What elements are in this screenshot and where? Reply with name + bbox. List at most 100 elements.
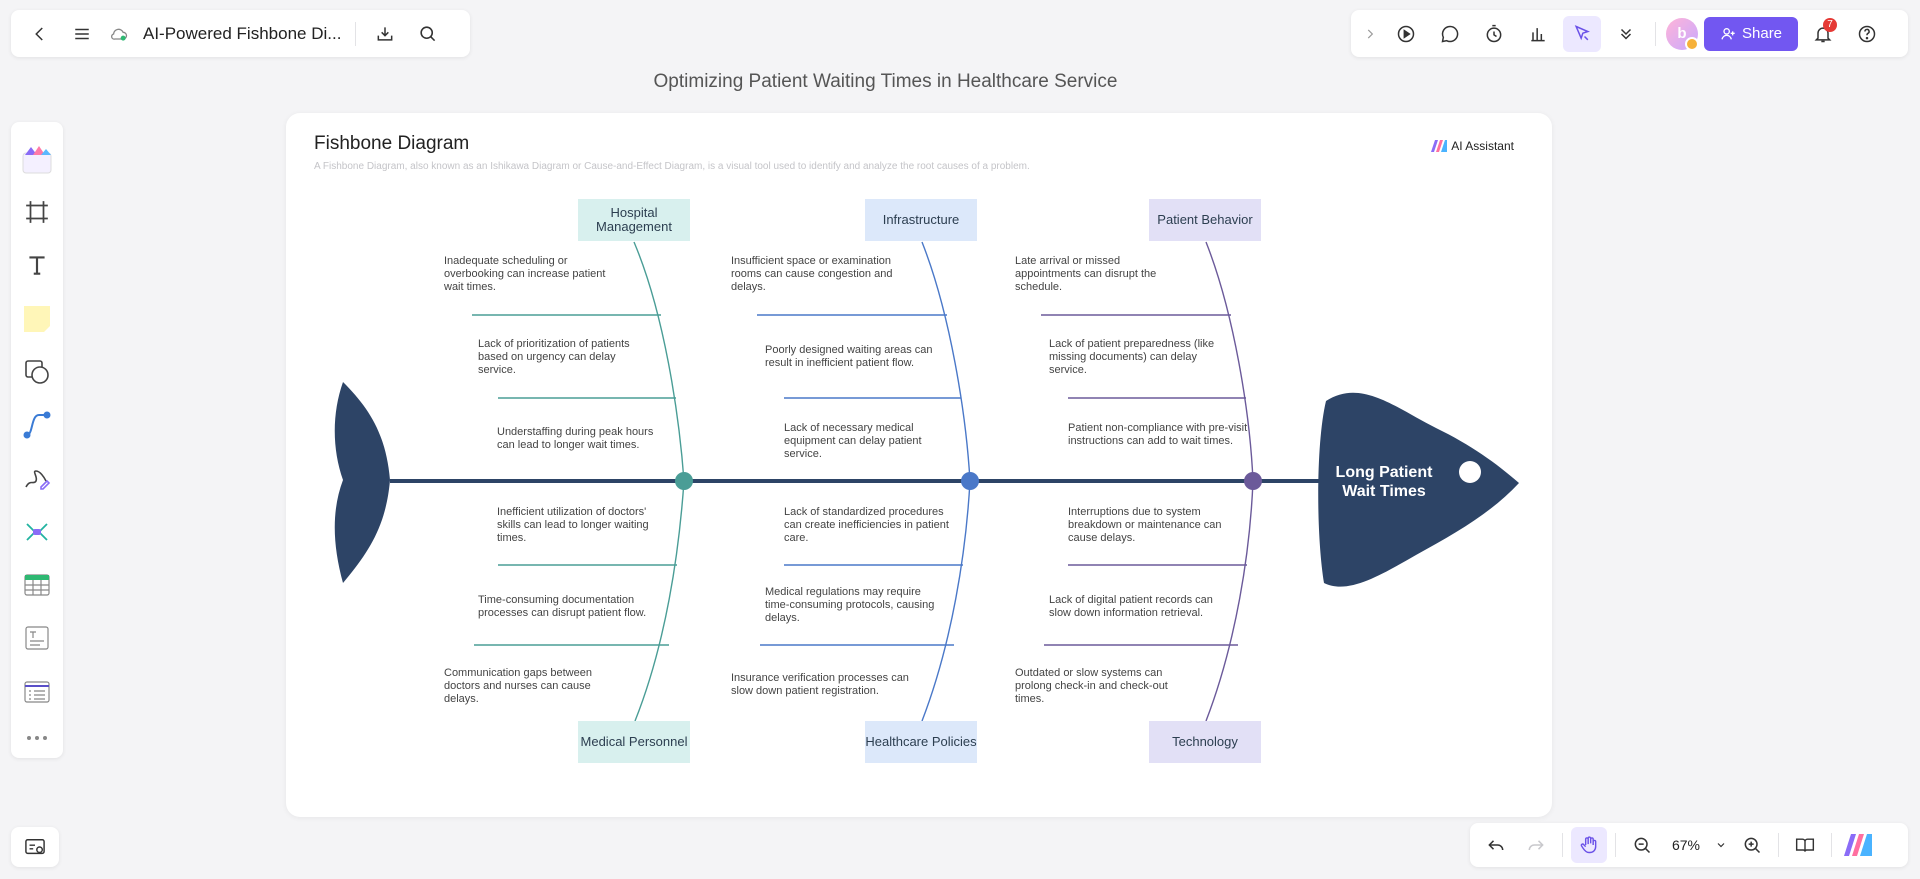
- app-logo-icon: [1844, 834, 1872, 856]
- follow-cursor-button[interactable]: [1563, 15, 1601, 52]
- cause-text[interactable]: Lack of standardized procedures can crea…: [784, 506, 949, 544]
- map-view-button[interactable]: [1787, 827, 1823, 863]
- text-icon: [29, 256, 45, 276]
- cause-text[interactable]: Late arrival or missed appointments can …: [1015, 255, 1157, 293]
- cause-text[interactable]: Outdated or slow systems can prolong che…: [1015, 667, 1168, 705]
- list-tool[interactable]: [17, 665, 57, 718]
- undo-button[interactable]: [1478, 827, 1514, 863]
- fishbone-board[interactable]: Fishbone Diagram A Fishbone Diagram, als…: [286, 113, 1552, 817]
- divider: [355, 21, 356, 46]
- text-tool[interactable]: [17, 239, 57, 292]
- category-medical-personnel[interactable]: Medical Personnel: [578, 721, 690, 763]
- present-button[interactable]: [1387, 16, 1425, 52]
- ai-assistant-label: AI Assistant: [1451, 139, 1514, 153]
- board-description[interactable]: A Fishbone Diagram, also known as an Ish…: [314, 161, 1030, 172]
- shape-tool[interactable]: [17, 345, 57, 398]
- cause-text[interactable]: Medical regulations may require time-con…: [765, 586, 935, 624]
- pen-tool[interactable]: [17, 452, 57, 505]
- top-right-toolbar: b Share 7: [1351, 10, 1908, 57]
- shape-icon: [25, 360, 49, 384]
- comment-button[interactable]: [1431, 16, 1469, 52]
- expand-toolbar-button[interactable]: [1359, 16, 1381, 52]
- zoom-dropdown-button[interactable]: [1712, 827, 1730, 863]
- canvas-title[interactable]: Optimizing Patient Waiting Times in Heal…: [653, 71, 1118, 92]
- joint-purple: [1244, 472, 1262, 490]
- share-button[interactable]: Share: [1704, 16, 1799, 51]
- share-label: Share: [1742, 25, 1783, 42]
- menu-button[interactable]: [65, 17, 99, 51]
- cause-text[interactable]: Inadequate scheduling or overbooking can…: [444, 255, 606, 293]
- more-horizontal-icon: [27, 736, 47, 741]
- category-infrastructure[interactable]: Infrastructure: [865, 199, 977, 241]
- fish-eye: [1459, 461, 1481, 483]
- book-open-icon: [1795, 838, 1815, 852]
- mind-map-tool[interactable]: [17, 505, 57, 558]
- ai-assistant-button[interactable]: AI Assistant: [1431, 139, 1514, 153]
- zoom-level[interactable]: 67%: [1671, 837, 1701, 853]
- redo-button[interactable]: [1518, 827, 1554, 863]
- back-button[interactable]: [23, 17, 57, 51]
- effect-label[interactable]: Long Patient Wait Times: [1335, 464, 1433, 501]
- cause-text[interactable]: Insurance verification processes can slo…: [731, 672, 909, 697]
- templates-tool[interactable]: [17, 132, 57, 185]
- cause-text[interactable]: Poorly designed waiting areas can result…: [765, 344, 933, 369]
- timer-button[interactable]: [1475, 16, 1513, 52]
- cause-text[interactable]: Lack of prioritization of patients based…: [478, 338, 630, 376]
- cloud-sync-status[interactable]: [107, 17, 131, 51]
- connector-tool[interactable]: [17, 399, 57, 452]
- category-hospital-management[interactable]: Hospital Management: [578, 199, 690, 241]
- fish-tail: [334, 382, 390, 583]
- cause-text[interactable]: Understaffing during peak hours can lead…: [497, 426, 654, 451]
- category-healthcare-policies[interactable]: Healthcare Policies: [865, 721, 977, 763]
- cause-text[interactable]: Insufficient space or examination rooms …: [731, 255, 893, 293]
- undo-icon: [1488, 840, 1504, 851]
- board-title[interactable]: Fishbone Diagram: [314, 133, 470, 154]
- cause-text[interactable]: Patient non-compliance with pre-visit in…: [1068, 422, 1248, 447]
- zoom-out-icon: [1634, 837, 1651, 854]
- sticky-note-tool[interactable]: [17, 292, 57, 345]
- more-tools-button[interactable]: [17, 718, 57, 758]
- branch-top-purple: [1205, 241, 1254, 482]
- vote-button[interactable]: [1519, 16, 1557, 52]
- text-block-tool[interactable]: [17, 612, 57, 665]
- zoom-out-button[interactable]: [1624, 827, 1660, 863]
- chevron-left-icon: [35, 26, 43, 41]
- table-tool[interactable]: [17, 559, 57, 612]
- fishbone-graphic: [334, 241, 1519, 722]
- cause-text[interactable]: Time-consuming documentation processes c…: [478, 594, 647, 619]
- category-technology[interactable]: Technology: [1149, 721, 1261, 763]
- minimap-toggle-button[interactable]: [11, 827, 59, 867]
- help-button[interactable]: [1848, 16, 1886, 52]
- frame-icon: [26, 201, 48, 223]
- document-title[interactable]: AI-Powered Fishbone Di...: [143, 23, 342, 43]
- category-patient-behavior[interactable]: Patient Behavior: [1149, 199, 1261, 241]
- user-avatar[interactable]: b: [1666, 17, 1699, 51]
- search-button[interactable]: [410, 17, 444, 51]
- bottom-toolbar: 67%: [1470, 823, 1908, 867]
- top-left-toolbar: AI-Powered Fishbone Di...: [11, 10, 470, 57]
- fish-head: [1318, 392, 1519, 587]
- cause-text[interactable]: Lack of patient preparedness (like missi…: [1049, 338, 1215, 376]
- double-chevron-down-icon: [1620, 28, 1632, 40]
- cause-text[interactable]: Lack of necessary medical equipment can …: [784, 422, 922, 460]
- search-icon: [419, 26, 435, 42]
- connector-icon: [23, 411, 51, 439]
- cause-text[interactable]: Inefficient utilization of doctors' skil…: [497, 506, 649, 544]
- more-options-button[interactable]: [1607, 16, 1645, 52]
- hand-tool-button[interactable]: [1571, 827, 1607, 863]
- cause-text[interactable]: Interruptions due to system breakdown or…: [1068, 506, 1222, 544]
- cloud-check-icon: [110, 28, 128, 41]
- branch-bottom-blue: [921, 480, 971, 722]
- menu-icon: [75, 28, 89, 39]
- zoom-in-button[interactable]: [1734, 827, 1770, 863]
- cause-text[interactable]: Lack of digital patient records can slow…: [1049, 594, 1213, 619]
- cause-text[interactable]: Communication gaps between doctors and n…: [444, 667, 592, 705]
- download-button[interactable]: [368, 17, 402, 51]
- add-user-icon: [1721, 27, 1735, 40]
- minimap-icon: [25, 839, 45, 855]
- branch-bottom-teal: [634, 480, 685, 722]
- app-logo-button[interactable]: [1840, 827, 1876, 863]
- frame-tool[interactable]: [17, 185, 57, 238]
- chevron-right-icon: [1367, 29, 1374, 38]
- notifications-button[interactable]: 7: [1804, 16, 1842, 52]
